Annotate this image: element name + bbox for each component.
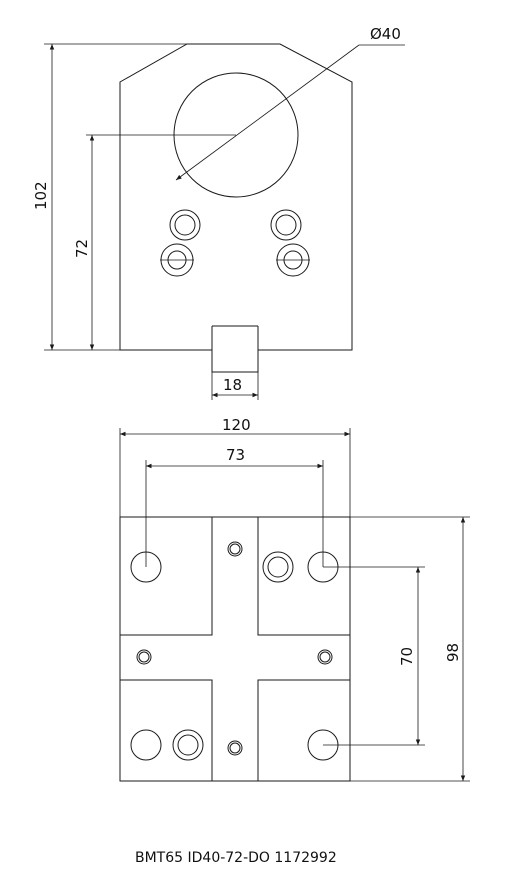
small-hole-outer bbox=[317, 649, 333, 665]
front-view-outline bbox=[119, 43, 353, 373]
counterbore-hole-outer bbox=[270, 209, 302, 241]
counterbore-hole-inner bbox=[177, 734, 199, 756]
counterbore-hole-outer bbox=[172, 729, 204, 761]
diameter-leader bbox=[175, 44, 360, 181]
diameter-label: Ø40 bbox=[370, 25, 401, 43]
small-hole-outer bbox=[136, 649, 152, 665]
counterbore-hole-inner bbox=[275, 214, 297, 236]
plan-view: 120 73 70 98 bbox=[119, 416, 470, 782]
small-hole-outer bbox=[227, 541, 243, 557]
small-hole-inner bbox=[229, 543, 241, 555]
hole-spacing-y-label: 70 bbox=[398, 647, 416, 666]
counterbore-hole-inner bbox=[267, 556, 289, 578]
small-hole-outer bbox=[227, 740, 243, 756]
mounting-hole bbox=[130, 729, 162, 761]
part-number-caption: BMT65 ID40-72-DO 1172992 bbox=[135, 850, 337, 866]
cross-groove bbox=[120, 517, 350, 781]
small-hole-inner bbox=[319, 651, 331, 663]
counterbore-hole-outer bbox=[262, 551, 294, 583]
height-total-label: 102 bbox=[32, 181, 50, 210]
counterbore-hole-inner bbox=[174, 214, 196, 236]
depth-total-label: 98 bbox=[444, 643, 462, 662]
hole-spacing-x-label: 73 bbox=[226, 446, 245, 464]
slot-width-label: 18 bbox=[223, 376, 242, 394]
small-hole-inner bbox=[138, 651, 150, 663]
counterbore-hole-outer bbox=[169, 209, 201, 241]
plan-view-outline bbox=[119, 516, 351, 782]
width-total-label: 120 bbox=[222, 416, 251, 434]
small-hole-inner bbox=[229, 742, 241, 754]
front-view: Ø40 102 72 18 bbox=[32, 25, 405, 400]
height-center-label: 72 bbox=[73, 239, 91, 258]
